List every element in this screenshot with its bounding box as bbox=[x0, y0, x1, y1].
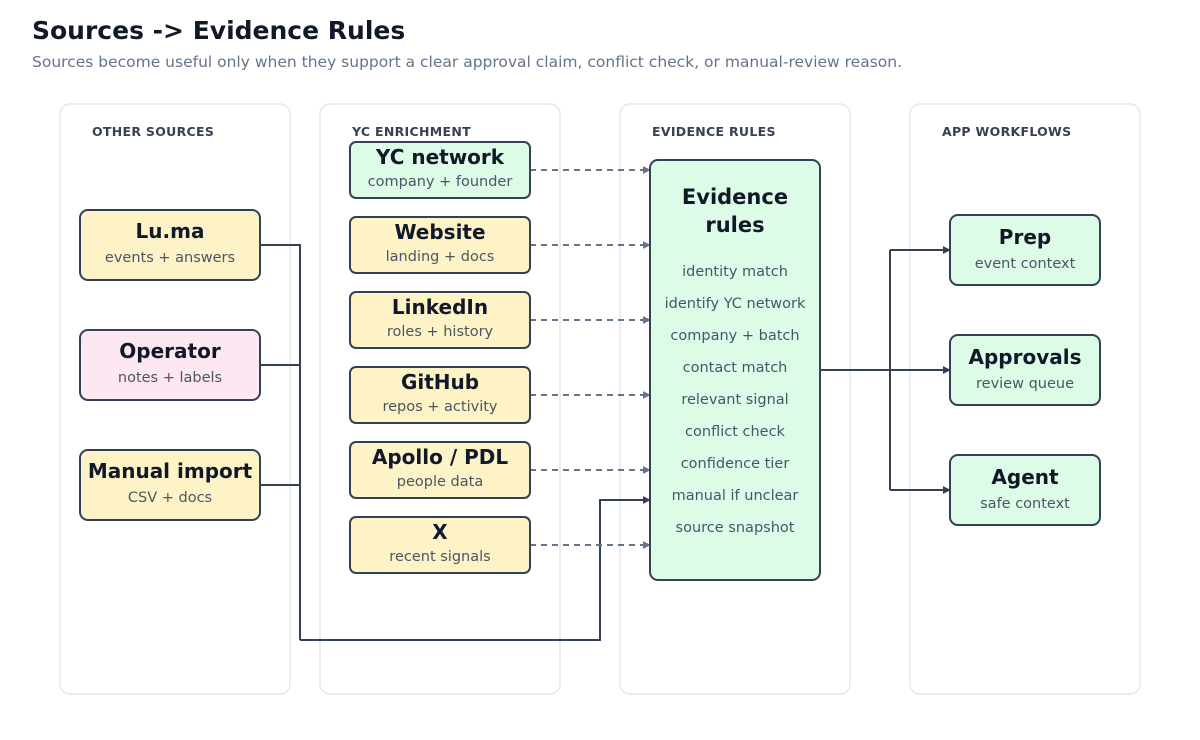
node-title: Operator bbox=[119, 339, 221, 363]
column-label: OTHER SOURCES bbox=[92, 124, 214, 139]
node-subtitle: repos + activity bbox=[382, 399, 497, 415]
node-x: X recent signals bbox=[349, 516, 531, 574]
node-operator: Operator notes + labels bbox=[79, 329, 261, 401]
node-title: X bbox=[432, 520, 448, 544]
rule-item: identify YC network bbox=[665, 296, 806, 312]
node-linkedin: LinkedIn roles + history bbox=[349, 291, 531, 349]
node-subtitle: company + founder bbox=[368, 174, 513, 190]
node-title: Agent bbox=[991, 465, 1059, 489]
rule-item: company + batch bbox=[670, 328, 799, 344]
node-website: Website landing + docs bbox=[349, 216, 531, 274]
node-subtitle: CSV + docs bbox=[128, 490, 212, 506]
rule-item: relevant signal bbox=[681, 392, 788, 408]
column-label: EVIDENCE RULES bbox=[652, 124, 776, 139]
node-title: Approvals bbox=[968, 345, 1081, 369]
rule-item: confidence tier bbox=[681, 456, 790, 472]
connectors-app-workflows bbox=[820, 246, 951, 494]
rule-item: conflict check bbox=[685, 424, 786, 440]
node-title: Manual import bbox=[88, 459, 253, 483]
node-subtitle: notes + labels bbox=[118, 370, 222, 386]
node-title: Apollo / PDL bbox=[372, 445, 508, 469]
connectors-yc-enrichment bbox=[530, 166, 651, 549]
node-title: GitHub bbox=[401, 370, 479, 394]
rule-item: manual if unclear bbox=[672, 488, 799, 504]
node-subtitle: landing + docs bbox=[386, 249, 495, 265]
node-subtitle: event context bbox=[975, 256, 1076, 272]
node-title: YC network bbox=[375, 145, 505, 169]
node-subtitle: recent signals bbox=[389, 549, 490, 565]
node-luma: Lu.ma events + answers bbox=[79, 209, 261, 281]
node-title: LinkedIn bbox=[392, 295, 488, 319]
column-label: APP WORKFLOWS bbox=[942, 124, 1071, 139]
node-title: Evidence bbox=[682, 185, 788, 209]
node-approvals: Approvals review queue bbox=[949, 334, 1101, 406]
rule-item: source snapshot bbox=[676, 520, 795, 536]
node-subtitle: roles + history bbox=[387, 324, 494, 340]
node-prep: Prep event context bbox=[949, 214, 1101, 286]
node-subtitle: events + answers bbox=[105, 250, 235, 266]
rule-item: identity match bbox=[682, 264, 788, 280]
rule-item: contact match bbox=[683, 360, 788, 376]
node-title: Prep bbox=[999, 225, 1051, 249]
node-yc-network: YC network company + founder bbox=[349, 141, 531, 199]
node-title: Website bbox=[394, 220, 485, 244]
node-subtitle: safe context bbox=[980, 496, 1070, 512]
column-label: YC ENRICHMENT bbox=[351, 124, 471, 139]
page-subtitle: Sources become useful only when they sup… bbox=[32, 53, 903, 71]
node-subtitle: review queue bbox=[976, 376, 1074, 392]
node-manual-import: Manual import CSV + docs bbox=[79, 449, 261, 521]
node-apollo-pdl: Apollo / PDL people data bbox=[349, 441, 531, 499]
connectors-other-sources bbox=[260, 244, 651, 641]
node-title: rules bbox=[705, 213, 764, 237]
node-agent: Agent safe context bbox=[949, 454, 1101, 526]
node-github: GitHub repos + activity bbox=[349, 366, 531, 424]
node-subtitle: people data bbox=[397, 474, 483, 490]
node-title: Lu.ma bbox=[136, 219, 205, 243]
page-title: Sources -> Evidence Rules bbox=[32, 16, 406, 45]
node-evidence-rules: Evidence rules identity match identify Y… bbox=[649, 159, 821, 581]
